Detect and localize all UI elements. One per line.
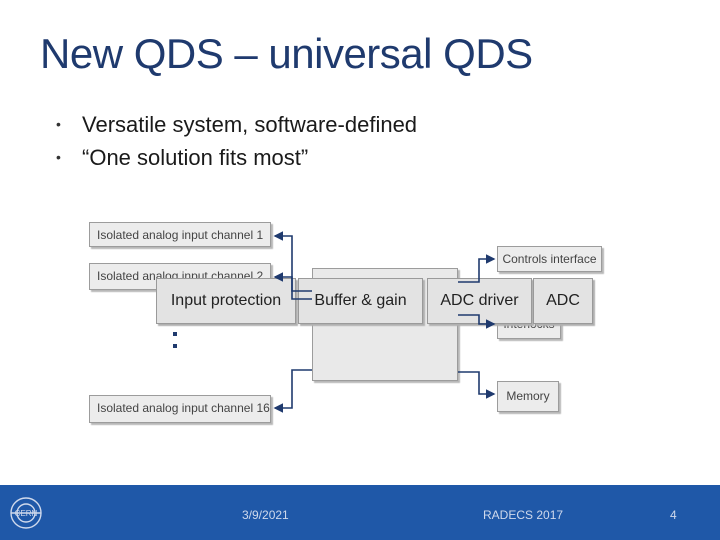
connector-interlocks bbox=[458, 314, 496, 329]
input-channel-1: Isolated analog input channel 1 bbox=[89, 222, 271, 247]
page-number: 4 bbox=[670, 508, 677, 522]
bullet-item: • “One solution fits most” bbox=[44, 141, 417, 174]
logo-text: CERN bbox=[15, 509, 38, 518]
stage-buffer-gain: Buffer & gain bbox=[298, 278, 423, 324]
bullet-item: • Versatile system, software-defined bbox=[44, 108, 417, 141]
stage-input-protection: Input protection bbox=[156, 278, 296, 324]
bullet-text: Versatile system, software-defined bbox=[82, 112, 418, 137]
controls-interface-block: Controls interface bbox=[497, 246, 602, 272]
connector-channel-2 bbox=[273, 272, 312, 300]
connector-memory bbox=[458, 371, 496, 399]
cern-logo-icon: CERN bbox=[10, 497, 42, 529]
footer-event: RADECS 2017 bbox=[483, 508, 564, 522]
bullet-text: “One solution fits most” bbox=[82, 145, 309, 170]
connector-channel-1 bbox=[273, 231, 312, 292]
stage-adc: ADC bbox=[533, 278, 593, 324]
input-channel-16: Isolated analog input channel 16 bbox=[89, 395, 271, 423]
slide-title: New QDS – universal QDS bbox=[40, 30, 533, 77]
connector-channel-16 bbox=[273, 369, 312, 413]
connector-controls bbox=[458, 254, 496, 283]
memory-block: Memory bbox=[497, 381, 559, 412]
footer-date: 3/9/2021 bbox=[242, 508, 289, 522]
bullet-dot-icon: • bbox=[56, 149, 61, 165]
bullet-dot-icon: • bbox=[56, 116, 61, 132]
bullet-list: • Versatile system, software-defined • “On… bbox=[44, 108, 417, 174]
footer-bar: CERN 3/9/2021 RADECS 2017 4 bbox=[0, 485, 720, 540]
